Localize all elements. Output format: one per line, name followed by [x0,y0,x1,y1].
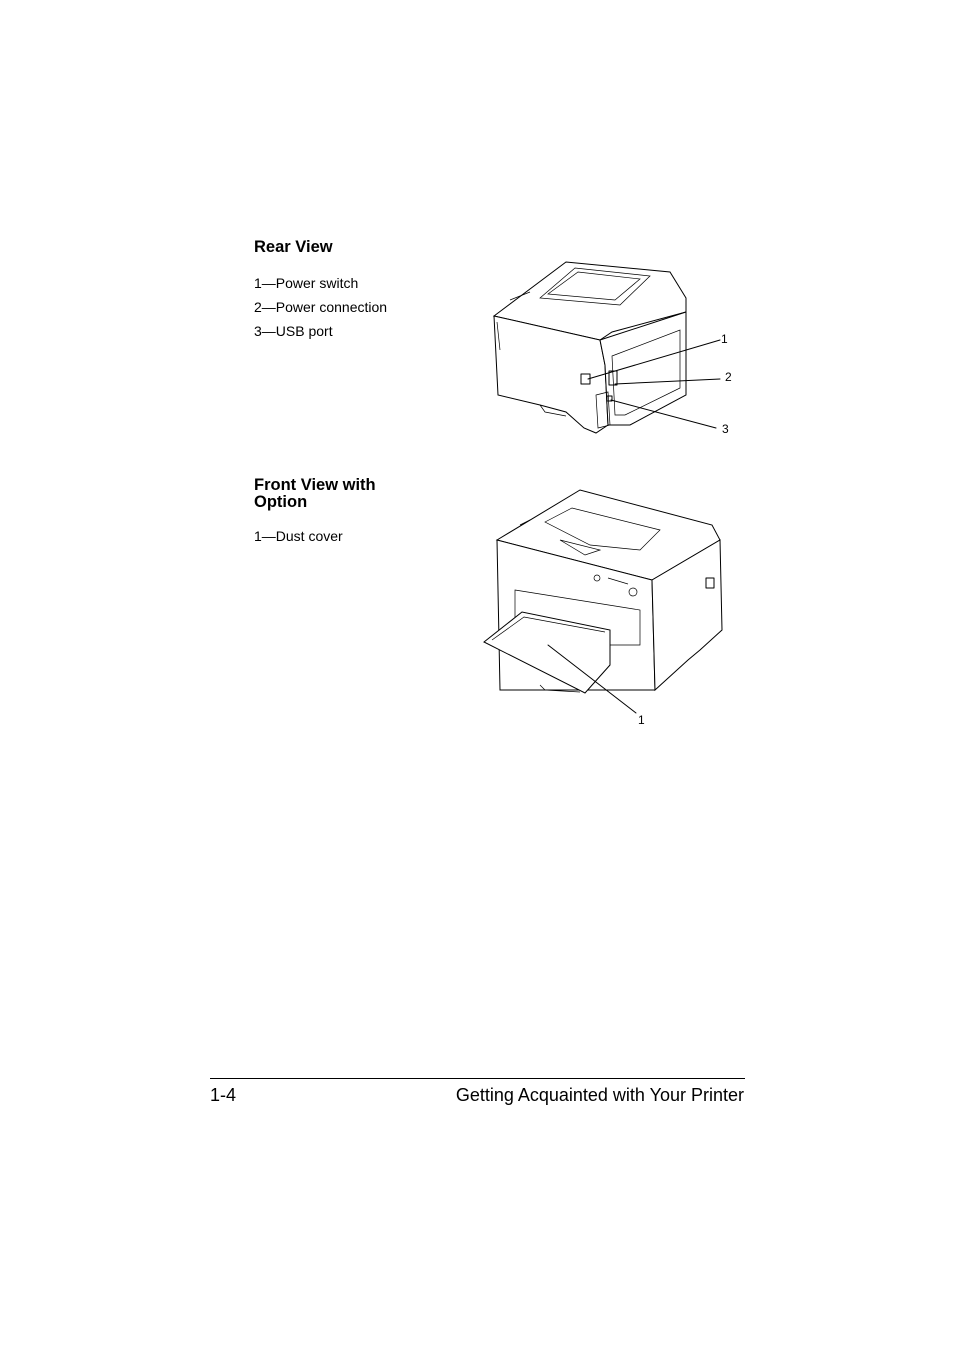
front-view-heading-line1: Front View with [254,476,376,494]
footer-page-number: 1-4 [210,1085,237,1105]
rear-view-item-power-connection: 2—Power connection [254,299,388,315]
rear-callout-2: 2 [725,370,732,384]
rear-callout-1: 1 [721,332,728,346]
front-callout-1: 1 [638,713,645,727]
rear-view-heading: Rear View [254,238,333,256]
footer-chapter-title: Getting Acquainted with Your Printer [455,1085,744,1105]
footer-rule [210,1078,745,1079]
rear-view-item-power-switch: 1—Power switch [254,275,359,291]
front-view-heading-line2: Option [254,493,308,511]
front-view-item-dust-cover: 1—Dust cover [254,528,343,544]
rear-view-item-usb-port: 3—USB port [254,323,333,339]
rear-callout-3: 3 [722,422,729,436]
